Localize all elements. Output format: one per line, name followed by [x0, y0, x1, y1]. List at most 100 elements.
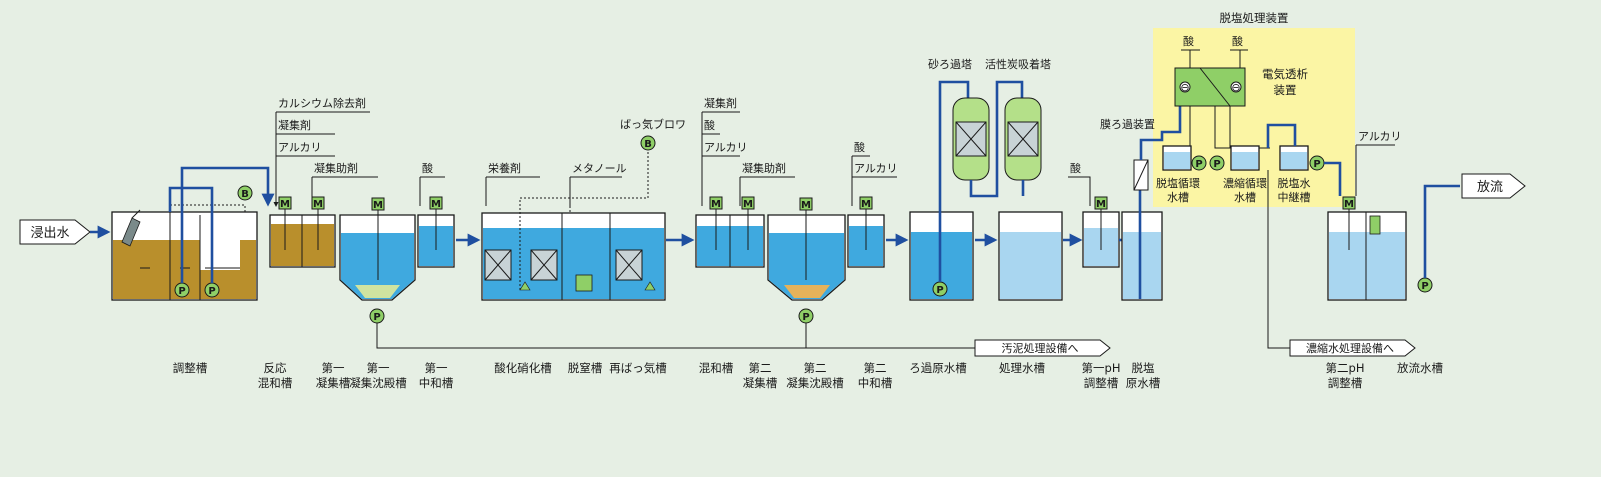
sludge-dest-box: 汚泥処理設備へ: [974, 339, 1111, 357]
electrodialysis-unit: ⊖ ⊖: [1174, 67, 1246, 107]
desal-circ-tank: [1162, 145, 1192, 171]
tank-label: 脱窒槽: [568, 361, 603, 375]
svg-text:M: M: [280, 199, 290, 210]
svg-text:濃縮水処理設備へ: 濃縮水処理設備へ: [1306, 341, 1394, 355]
tank-label: 第一: [367, 361, 390, 375]
svg-text:脱塩水: 脱塩水: [1278, 176, 1311, 190]
svg-text:アルカリ: アルカリ: [278, 141, 322, 154]
motor-reaction: M: [278, 196, 292, 250]
tank-label: 反応: [264, 361, 287, 375]
sand-filter: [952, 97, 990, 181]
desal-raw-tank: [1121, 211, 1163, 301]
svg-text:凝集剤: 凝集剤: [704, 96, 737, 110]
svg-text:脱塩循環: 脱塩循環: [1156, 176, 1200, 190]
svg-text:M: M: [1096, 199, 1106, 210]
tank-label: 混和槽: [258, 376, 293, 390]
svg-text:P: P: [1195, 159, 1202, 170]
ph-tank-2: M: [1327, 196, 1407, 301]
desalination-box: [1153, 28, 1355, 207]
ph-tank-1: M: [1082, 196, 1120, 268]
tank-label: 処理水槽: [999, 361, 1045, 375]
acid-label-5: 酸: [1183, 34, 1194, 48]
blower-symbol-2: B: [644, 139, 652, 150]
svg-text:M: M: [743, 199, 753, 210]
tank-label: 第二: [749, 361, 772, 375]
tank-label: 第一pH: [1082, 361, 1121, 375]
settling-tank-2: M: [767, 197, 846, 301]
tank-label: 凝集槽: [743, 376, 778, 390]
tank-label: 第一: [322, 361, 345, 375]
svg-text:栄養剤: 栄養剤: [488, 161, 521, 175]
svg-text:凝集助剤: 凝集助剤: [742, 161, 786, 175]
svg-text:M: M: [431, 199, 441, 210]
acid-label-6: 酸: [1232, 34, 1243, 48]
desal-title: 脱塩処理装置: [1220, 11, 1289, 25]
tank-label: 第二: [864, 361, 887, 375]
svg-text:P: P: [178, 286, 185, 297]
membrane-label: 膜ろ過装置: [1100, 118, 1155, 131]
svg-text:⊖: ⊖: [1231, 81, 1240, 94]
tank-label: 第二: [804, 361, 827, 375]
tank-label: 中和槽: [858, 376, 893, 390]
svg-text:M: M: [1344, 199, 1354, 210]
tank-label: 原水槽: [1126, 376, 1161, 390]
svg-text:M: M: [313, 199, 323, 210]
svg-text:凝集助剤: 凝集助剤: [314, 161, 358, 175]
svg-text:酸: 酸: [422, 161, 433, 175]
carbon-filter: [1004, 97, 1042, 181]
svg-text:P: P: [802, 312, 809, 323]
svg-text:メタノール: メタノール: [572, 162, 627, 175]
tank-label: 脱塩: [1132, 361, 1155, 375]
settling-tank-1: M: [339, 197, 416, 301]
svg-text:酸: 酸: [704, 118, 715, 132]
chem-feed-bio: 栄養剤 メタノール: [485, 161, 627, 206]
conc-dest-box: 濃縮水処理設備へ: [1289, 339, 1416, 357]
tank-label: 中和槽: [419, 376, 454, 390]
svg-text:M: M: [373, 200, 383, 211]
svg-text:放流: 放流: [1477, 180, 1503, 195]
carbon-filter-label: 活性炭吸着塔: [985, 57, 1051, 71]
bio-tanks: [481, 212, 666, 301]
svg-text:アルカリ: アルカリ: [854, 162, 898, 175]
svg-text:酸: 酸: [854, 140, 865, 154]
tank-label: 調整槽: [1328, 376, 1363, 390]
inlet-arrow: 浸出水: [19, 219, 91, 245]
tank-label: 再ばっ気槽: [609, 361, 667, 375]
svg-text:濃縮循環: 濃縮循環: [1223, 176, 1267, 190]
tank-label: 混和槽: [699, 361, 734, 375]
treated-water-tank: [998, 211, 1063, 301]
chem-feed-1: カルシウム除去剤 凝集剤 アルカリ 凝集助剤 酸: [273, 96, 445, 207]
svg-text:⊖: ⊖: [1180, 81, 1189, 94]
svg-text:中継槽: 中継槽: [1278, 190, 1311, 204]
svg-text:P: P: [936, 285, 943, 296]
svg-text:M: M: [861, 199, 871, 210]
tank-label: 調整槽: [173, 361, 208, 375]
svg-text:カルシウム除去剤: カルシウム除去剤: [278, 96, 366, 110]
svg-text:水槽: 水槽: [1234, 191, 1256, 204]
tank-label: 放流水槽: [1397, 361, 1443, 375]
svg-text:P: P: [208, 286, 215, 297]
tank-label: 凝集沈殿槽: [349, 376, 407, 390]
svg-text:凝集剤: 凝集剤: [278, 118, 311, 132]
reaction-mixing-tank: [269, 214, 336, 268]
blower-symbol-1: B: [241, 189, 249, 200]
blower-label: ばっ気ブロワ: [620, 117, 686, 131]
tank-label: 第二pH: [1326, 361, 1365, 375]
tank-label: 第一: [425, 361, 448, 375]
svg-text:水槽: 水槽: [1167, 191, 1189, 204]
neutralization-tank-2: M: [847, 196, 885, 268]
tank-label: 凝集沈殿槽: [786, 376, 844, 390]
alkali-label-4: アルカリ: [1358, 130, 1402, 143]
neutralization-tank-1: M: [417, 196, 455, 268]
mixing-tank-2: M M: [695, 196, 765, 268]
svg-text:汚泥処理設備へ: 汚泥処理設備へ: [1002, 341, 1079, 355]
membrane-filter: [1133, 159, 1149, 191]
svg-text:浸出水: 浸出水: [30, 226, 69, 241]
svg-text:M: M: [801, 200, 811, 211]
tank-label: ろ過原水槽: [909, 361, 967, 375]
tank-label: 酸化硝化槽: [494, 361, 552, 375]
tank-labels: 調整槽反応混和槽第一凝集槽第一凝集沈殿槽第一中和槽酸化硝化槽脱窒槽再ばっ気槽混和…: [173, 361, 1444, 390]
svg-text:M: M: [711, 199, 721, 210]
ed-label-1: 電気透析: [1262, 67, 1308, 81]
